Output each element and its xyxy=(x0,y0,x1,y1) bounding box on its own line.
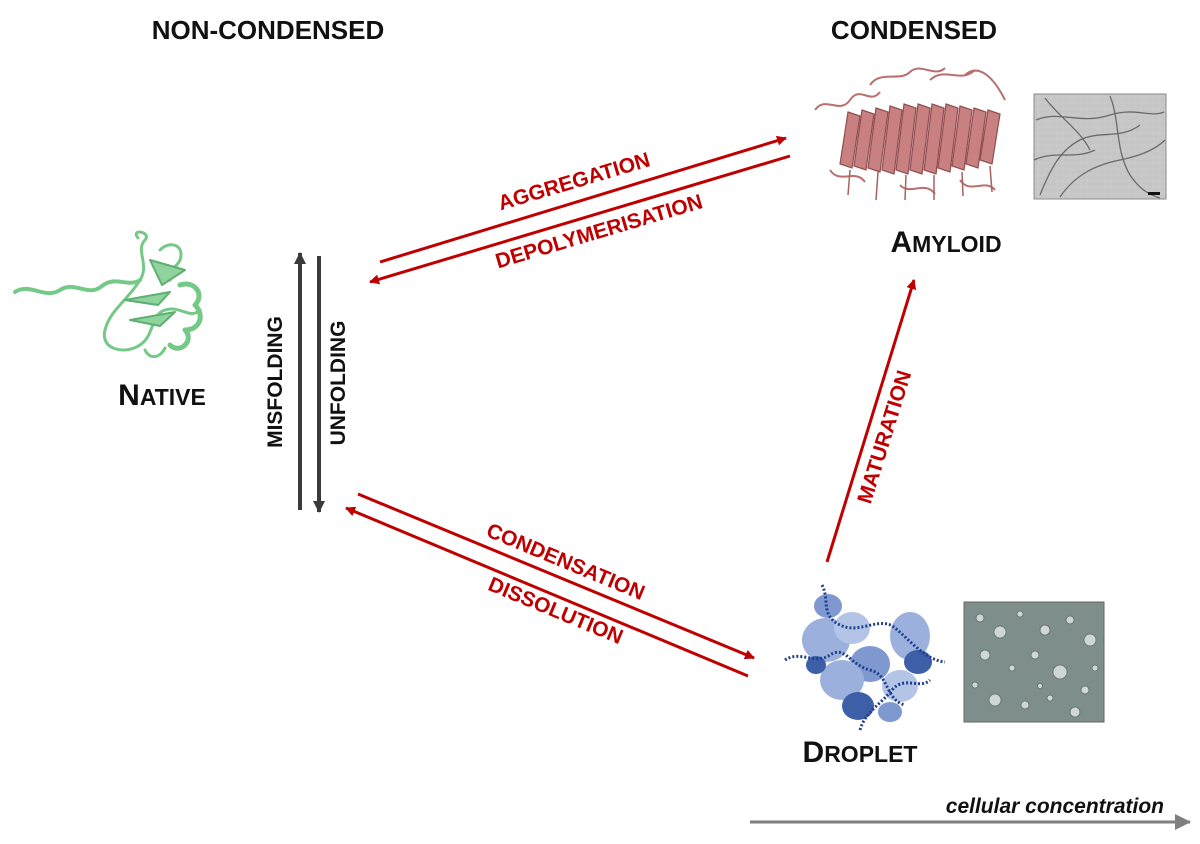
droplet-micrograph xyxy=(963,601,1105,723)
maturation-label: MATURATION xyxy=(853,368,916,507)
droplet-label: DROPLET xyxy=(803,736,918,769)
depolymerisation-arrow xyxy=(369,154,791,285)
fibril-micrograph xyxy=(1033,93,1167,200)
misfolding-label: MISFOLDING xyxy=(264,316,287,448)
unfolding-label: UNFOLDING xyxy=(327,321,350,446)
condensed-header: CONDENSED xyxy=(831,15,997,45)
native-label: NATIVE xyxy=(118,379,206,412)
concentration-axis-label: cellular concentration xyxy=(946,795,1164,818)
dissolution-arrow xyxy=(345,506,749,678)
amyloid-fibril-icon xyxy=(814,67,1006,201)
droplet-condensate-icon xyxy=(784,584,946,731)
amyloid-label: AMYLOID xyxy=(890,226,1001,259)
condensation-arrow xyxy=(357,492,755,660)
native-protein-icon xyxy=(13,230,203,358)
aggregation-arrow xyxy=(379,135,787,264)
non-condensed-header: NON-CONDENSED xyxy=(152,15,385,45)
maturation-arrow xyxy=(825,279,917,563)
